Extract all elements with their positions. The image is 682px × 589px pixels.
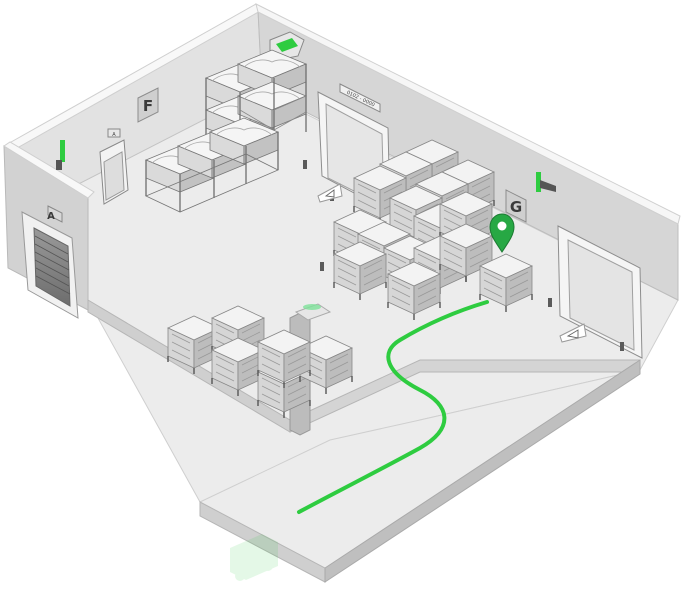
map-pin-icon (489, 213, 515, 253)
forklift-ghost (230, 534, 278, 581)
dock-right-opening (567, 239, 635, 351)
dock-a-shutter-lines (34, 235, 71, 295)
extension-right-edge (324, 359, 641, 583)
zone-f-label: F (143, 97, 153, 115)
warning-triangle-icon (324, 189, 335, 198)
dock-a-label: A (47, 211, 55, 222)
green-light-indicator (303, 304, 321, 310)
zone-g-label: G (510, 198, 522, 216)
navigation-route (297, 300, 489, 514)
zone-g-sign (505, 189, 527, 223)
floor-warning-triangle-right (559, 323, 587, 343)
side-door-label: A (112, 132, 116, 138)
left-end-wall-top (3, 141, 95, 199)
floor-warning-triangle-left (317, 183, 343, 203)
green-sensor-left (60, 140, 65, 162)
back-right-wall-top (255, 3, 681, 225)
zone-f-sign (137, 87, 159, 123)
dock-a-door (33, 227, 71, 307)
rack-group-f (145, 49, 307, 213)
green-sensor-right (536, 172, 541, 192)
warning-triangle-icon (566, 329, 579, 339)
